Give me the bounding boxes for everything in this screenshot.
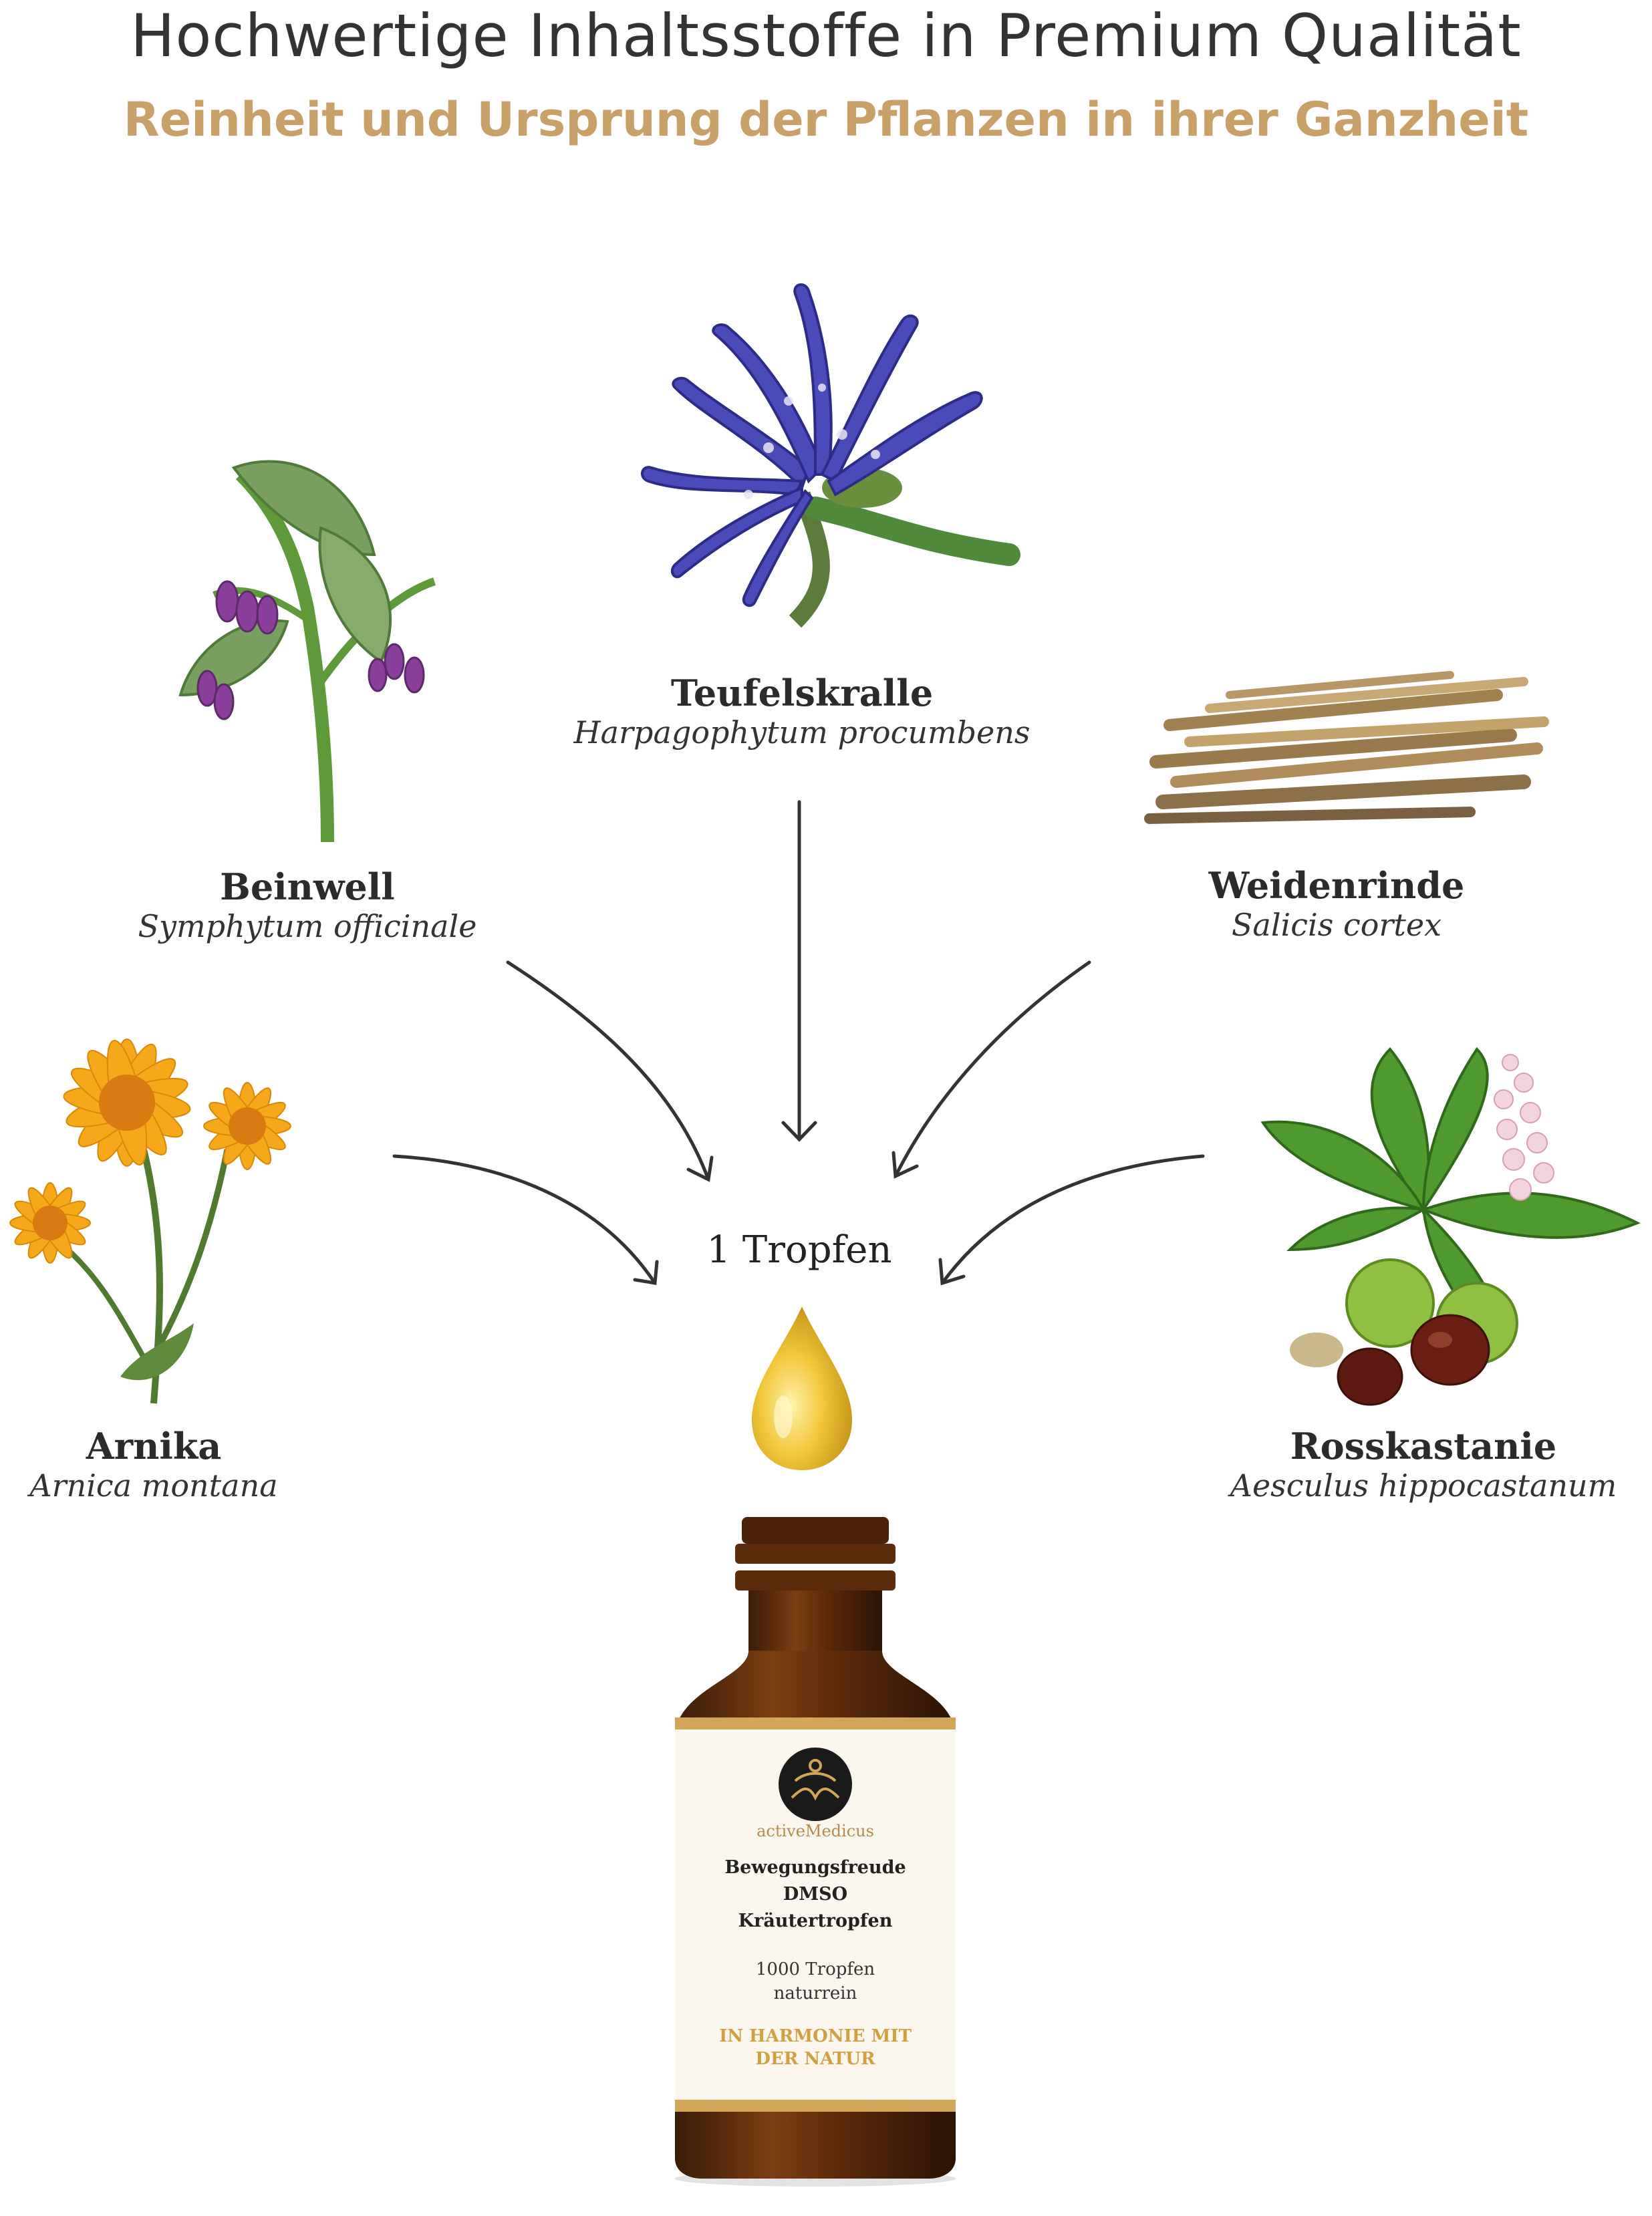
bottle-product-line1: Bewegungsfreude <box>724 1857 906 1878</box>
beinwell-illustration <box>178 460 436 843</box>
arrow-weidenrinde <box>893 960 1091 1178</box>
bottle-slogan-line1: IN HARMONIE MIT <box>719 2026 912 2046</box>
rosskastanie-illustration <box>1260 1047 1641 1406</box>
product-bottle <box>675 1517 956 2187</box>
bottle-product-line3: Kräutertropfen <box>738 1911 893 1931</box>
bottle-info-line2: naturrein <box>773 1983 857 2003</box>
arnika-latin-name: Arnica montana <box>29 1468 278 1504</box>
weidenrinde-latin-name: Salicis cortex <box>1231 907 1442 943</box>
oil-drop-icon <box>752 1306 852 1470</box>
teufelskralle-name: Teufelskralle <box>670 672 934 714</box>
arnika-illustration <box>9 1038 291 1404</box>
bottle-info-line1: 1000 Tropfen <box>755 1959 875 1979</box>
beinwell-name: Beinwell <box>220 865 395 908</box>
teufelskralle-illustration <box>641 283 1020 628</box>
rosskastanie-name: Rosskastanie <box>1290 1425 1557 1468</box>
bottle-brand: activeMedicus <box>756 1822 874 1840</box>
page-subtitle: Reinheit und Ursprung der Pflanzen in ih… <box>123 92 1529 147</box>
arrow-rosskastanie <box>940 1154 1205 1285</box>
drop-label: 1 Tropfen <box>706 1228 892 1272</box>
arrow-arnika <box>392 1154 657 1285</box>
arrow-beinwell <box>506 960 710 1182</box>
bottle-slogan-line2: DER NATUR <box>755 2049 875 2069</box>
arnika-name: Arnika <box>86 1425 222 1468</box>
weidenrinde-name: Weidenrinde <box>1208 864 1465 907</box>
beinwell-latin-name: Symphytum officinale <box>138 908 477 944</box>
page-title: Hochwertige Inhaltsstoffe in Premium Qua… <box>130 1 1522 70</box>
weidenrinde-illustration <box>1144 671 1549 824</box>
teufelskralle-latin-name: Harpagophytum procumbens <box>573 714 1030 750</box>
bottle-product-line2: DMSO <box>783 1884 848 1905</box>
rosskastanie-latin-name: Aesculus hippocastanum <box>1230 1468 1617 1504</box>
